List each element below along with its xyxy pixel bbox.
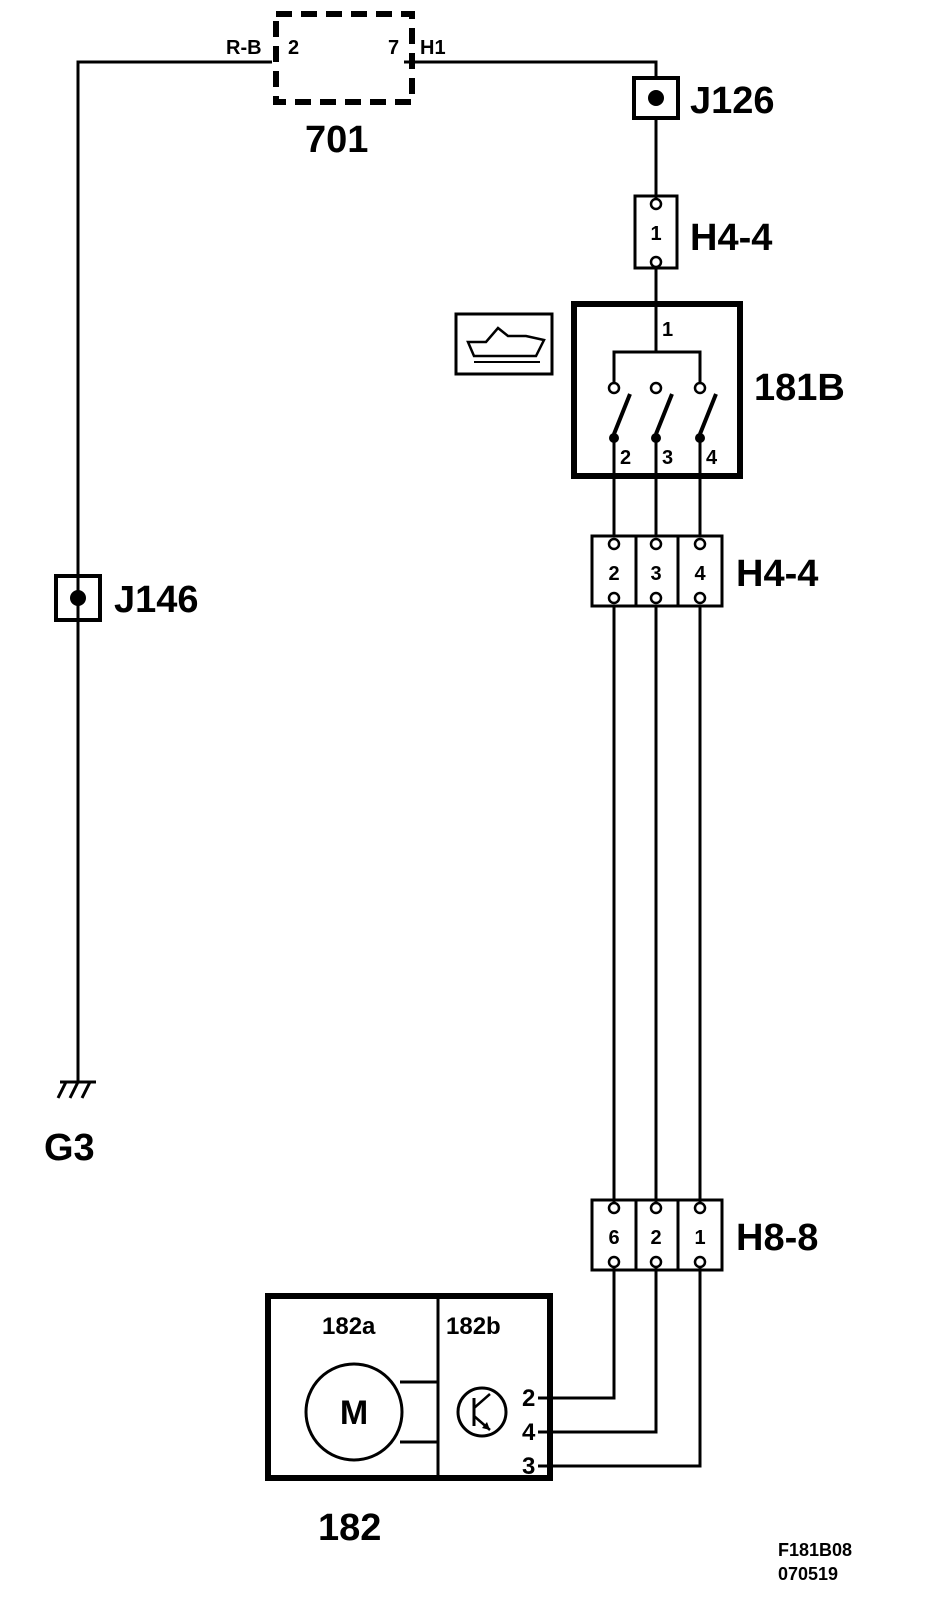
boat-icon <box>454 312 554 376</box>
motor-label: M <box>340 1394 368 1432</box>
label-j126: J126 <box>690 80 775 122</box>
component-701: R-B 2 7 H1 701 <box>226 11 446 161</box>
pin-181b-4: 4 <box>706 447 718 469</box>
junction-j126: J126 <box>632 76 775 122</box>
wires <box>76 60 702 1468</box>
pin-182-3: 3 <box>522 1453 535 1480</box>
label-182b: 182b <box>446 1313 501 1340</box>
transistor-icon <box>456 1386 508 1438</box>
pin-701-2: 2 <box>288 37 299 59</box>
wire-top-right <box>404 60 658 78</box>
pin-181b-2: 2 <box>620 447 631 469</box>
label-h8-8: H8-8 <box>736 1217 818 1259</box>
footer-code: F181B08 070519 <box>778 1540 852 1584</box>
ground-icon: G3 <box>44 1080 96 1169</box>
connector-h4-4-mid: 2 3 4 H4-4 <box>590 534 818 608</box>
motor-icon <box>304 1362 404 1462</box>
label-h4-4-top: H4-4 <box>690 217 772 259</box>
pin-h88-2: 2 <box>650 1227 661 1249</box>
figure-date: 070519 <box>778 1564 838 1584</box>
wire-color-rb: R-B <box>226 37 262 59</box>
label-181b: 181B <box>754 367 845 409</box>
pin-h44-mid-4: 4 <box>694 563 706 585</box>
pin-701-7: 7 <box>388 37 399 59</box>
connector-h8-8: 6 2 1 H8-8 <box>590 1198 818 1272</box>
figure-code: F181B08 <box>778 1540 852 1560</box>
label-h4-4-mid: H4-4 <box>736 553 818 595</box>
component-182: M 182a 182b 2 4 3 182 <box>265 1293 553 1549</box>
pin-h88-6: 6 <box>608 1227 619 1249</box>
label-701: 701 <box>305 119 368 161</box>
wire-h88-1-to-182-3 <box>538 1268 702 1468</box>
pin-182-2: 2 <box>522 1385 535 1412</box>
pin-181b-3: 3 <box>662 447 673 469</box>
pin-h88-1: 1 <box>694 1227 705 1249</box>
label-182: 182 <box>318 1507 381 1549</box>
junction-j146: J146 <box>54 574 199 622</box>
connector-h4-4-top: 1 H4-4 <box>633 194 772 270</box>
pin-h44-mid-3: 3 <box>650 563 661 585</box>
pin-h44-mid-2: 2 <box>608 563 619 585</box>
wire-color-h1: H1 <box>420 37 446 59</box>
label-182a: 182a <box>322 1313 376 1340</box>
wire-top-left <box>76 60 272 1082</box>
switch-181b: 1 2 3 4 181B <box>571 301 845 479</box>
label-g3: G3 <box>44 1127 95 1169</box>
pin-h44-top-1: 1 <box>650 223 661 245</box>
pin-181b-1: 1 <box>662 319 673 341</box>
pin-182-4: 4 <box>522 1419 536 1446</box>
wire-h88-2-to-182-4 <box>538 1268 658 1434</box>
wire-h88-6-to-182-2 <box>538 1268 616 1400</box>
label-j146: J146 <box>114 579 199 621</box>
